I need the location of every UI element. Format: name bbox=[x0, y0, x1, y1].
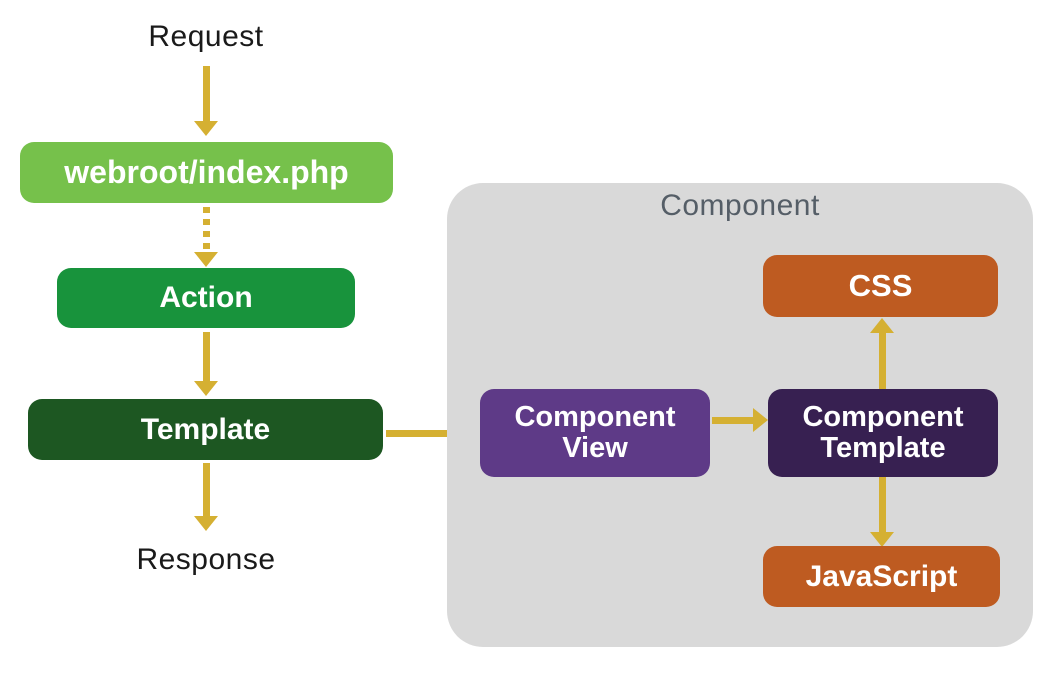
arrowhead-up-icon bbox=[870, 318, 894, 333]
arrow-template-to-response-icon bbox=[194, 463, 218, 531]
node-component-view: Component View bbox=[480, 389, 710, 477]
node-component-view-label-line2: View bbox=[562, 432, 628, 464]
node-javascript-label: JavaScript bbox=[805, 559, 958, 593]
arrow-shaft bbox=[202, 66, 210, 123]
node-template: Template bbox=[28, 399, 383, 460]
arrowhead-down-icon bbox=[194, 516, 218, 531]
arrow-shaft bbox=[202, 332, 210, 383]
arrow-dotted-webroot-to-action-icon bbox=[194, 207, 218, 267]
request-label: Request bbox=[148, 20, 264, 53]
arrow-shaft bbox=[386, 429, 465, 437]
arrow-component-template-to-css-icon bbox=[870, 318, 894, 389]
arrow-request-to-webroot-icon bbox=[194, 66, 218, 136]
node-webroot-label: webroot/index.php bbox=[64, 154, 349, 190]
arrowhead-right-icon bbox=[753, 408, 768, 432]
node-webroot-index-php: webroot/index.php bbox=[20, 142, 393, 203]
arrowhead-down-icon bbox=[870, 532, 894, 547]
arrow-action-to-template-icon bbox=[194, 332, 218, 396]
node-component-view-label-line1: Component bbox=[514, 400, 676, 433]
node-component-template-label-line1: Component bbox=[802, 400, 964, 433]
arrow-view-to-component-template-icon bbox=[712, 408, 768, 432]
arrow-shaft bbox=[712, 416, 755, 424]
response-label: Response bbox=[136, 543, 276, 576]
node-component-template-label-line2: Template bbox=[820, 432, 946, 464]
arrow-dotted-shaft bbox=[202, 207, 210, 254]
arrowhead-down-icon bbox=[194, 252, 218, 267]
arrow-shaft bbox=[878, 477, 886, 534]
arrowhead-down-icon bbox=[194, 121, 218, 136]
arrow-shaft bbox=[878, 331, 886, 389]
node-component-template: Component Template bbox=[768, 389, 998, 477]
component-container: Component CSS Component View Component T… bbox=[447, 183, 1033, 647]
node-css-label: CSS bbox=[848, 268, 913, 303]
component-title: Component bbox=[660, 189, 820, 222]
node-action: Action bbox=[57, 268, 355, 328]
arrow-component-template-to-javascript-icon bbox=[870, 477, 894, 547]
node-template-label: Template bbox=[140, 412, 271, 446]
node-action-label: Action bbox=[159, 281, 253, 314]
node-javascript: JavaScript bbox=[763, 546, 1000, 607]
node-css: CSS bbox=[763, 255, 998, 317]
arrowhead-down-icon bbox=[194, 381, 218, 396]
arrow-shaft bbox=[202, 463, 210, 518]
